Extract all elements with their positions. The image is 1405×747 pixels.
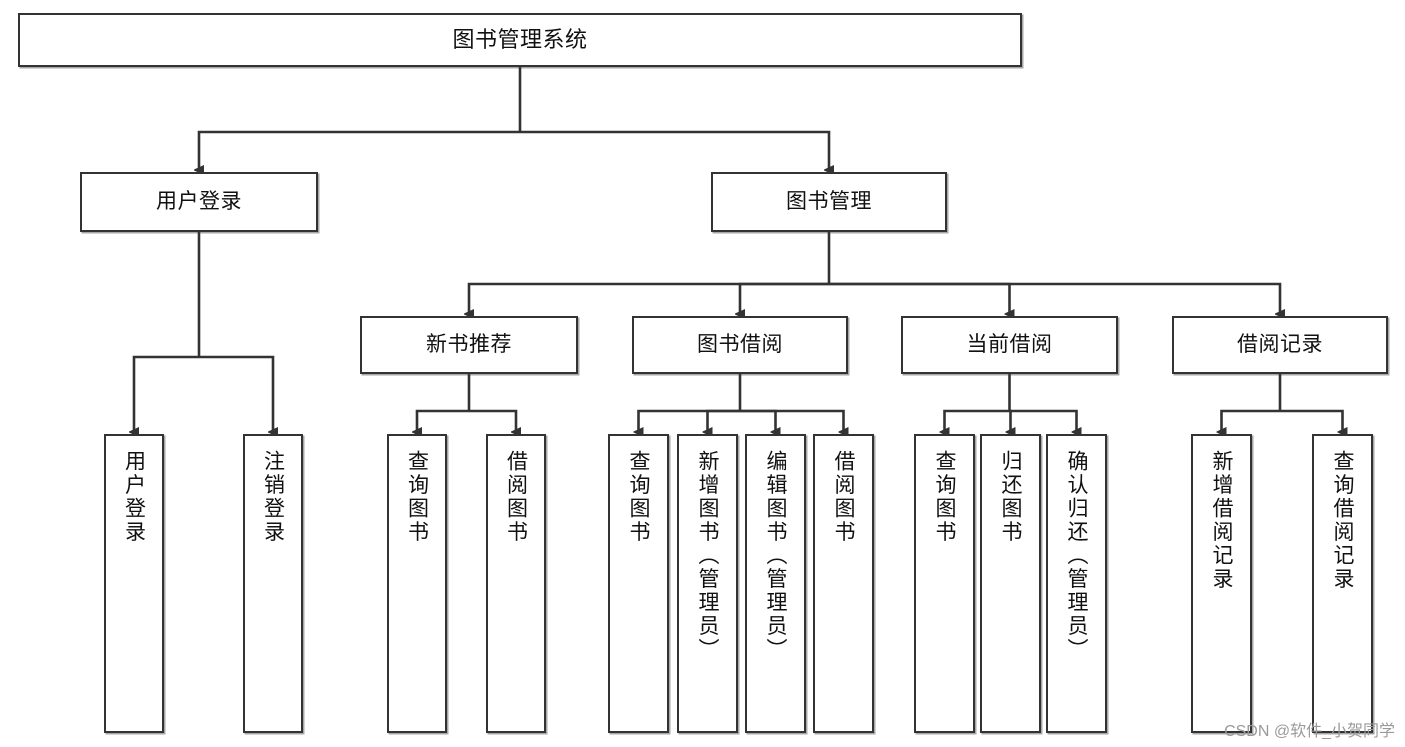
node-leaf-bb-query[interactable]: 查询图书	[608, 434, 669, 733]
node-label: 图书管理系统	[452, 27, 588, 53]
watermark: CSDN @软件_小贺同学	[1224, 723, 1395, 740]
node-label: 新增图书（管理员）	[696, 450, 719, 662]
node-leaf-cb-query[interactable]: 查询图书	[914, 434, 975, 733]
node-leaf-br-query[interactable]: 查询借阅记录	[1312, 434, 1373, 733]
node-book-borrow[interactable]: 图书借阅	[632, 316, 848, 374]
node-label: 图书管理	[786, 189, 872, 213]
node-label: 借阅图书	[832, 450, 855, 544]
node-leaf-cb-return[interactable]: 归还图书	[980, 434, 1041, 733]
connector	[469, 282, 829, 314]
connector	[417, 409, 469, 432]
node-new-book-rec[interactable]: 新书推荐	[360, 316, 578, 374]
connector	[469, 409, 516, 432]
connector	[740, 409, 776, 432]
node-label: 新增借阅记录	[1210, 450, 1233, 591]
node-leaf-rec-query[interactable]: 查询图书	[387, 434, 447, 733]
connector	[945, 409, 1010, 432]
connector	[199, 130, 520, 170]
node-label: 图书借阅	[697, 332, 783, 356]
node-borrow-record[interactable]: 借阅记录	[1172, 316, 1388, 374]
node-current-borrow[interactable]: 当前借阅	[901, 316, 1118, 374]
connector	[1009, 409, 1077, 432]
node-leaf-user-login[interactable]: 用户登录	[104, 434, 164, 733]
node-label: 归还图书	[999, 450, 1022, 544]
node-leaf-user-logout[interactable]: 注销登录	[243, 434, 303, 733]
node-label: 编辑图书（管理员）	[764, 450, 787, 662]
connector	[520, 130, 829, 170]
connector	[134, 355, 199, 432]
connector	[740, 282, 829, 314]
node-label: 查询图书	[933, 450, 956, 544]
node-book-manage[interactable]: 图书管理	[711, 172, 947, 232]
node-leaf-cb-confirm[interactable]: 确认归还（管理员）	[1046, 434, 1107, 733]
connector	[639, 409, 740, 432]
node-label: 新书推荐	[426, 332, 512, 356]
node-label: 注销登录	[261, 450, 285, 544]
node-label: 查询借阅记录	[1331, 450, 1354, 591]
node-user-login[interactable]: 用户登录	[80, 172, 318, 232]
connector	[829, 282, 1010, 314]
node-leaf-bb-edit[interactable]: 编辑图书（管理员）	[745, 434, 806, 733]
node-label: 用户登录	[122, 450, 146, 544]
node-leaf-rec-borrow[interactable]: 借阅图书	[486, 434, 546, 733]
connector	[1222, 409, 1280, 432]
node-label: 用户登录	[156, 189, 242, 213]
connector	[1280, 409, 1343, 432]
connector	[1010, 409, 1011, 432]
node-leaf-bb-add[interactable]: 新增图书（管理员）	[677, 434, 738, 733]
node-label: 查询图书	[627, 450, 650, 544]
connector	[740, 409, 844, 432]
connector	[829, 282, 1280, 314]
node-label: 当前借阅	[966, 332, 1053, 356]
node-label: 确认归还（管理员）	[1065, 450, 1088, 662]
connector	[708, 409, 740, 432]
node-leaf-bb-borrow[interactable]: 借阅图书	[813, 434, 874, 733]
connector	[199, 355, 273, 432]
node-label: 查询图书	[405, 450, 429, 544]
node-label: 借阅记录	[1237, 332, 1323, 356]
node-label: 借阅图书	[504, 450, 528, 544]
node-root[interactable]: 图书管理系统	[18, 13, 1022, 67]
node-leaf-br-add[interactable]: 新增借阅记录	[1191, 434, 1252, 733]
